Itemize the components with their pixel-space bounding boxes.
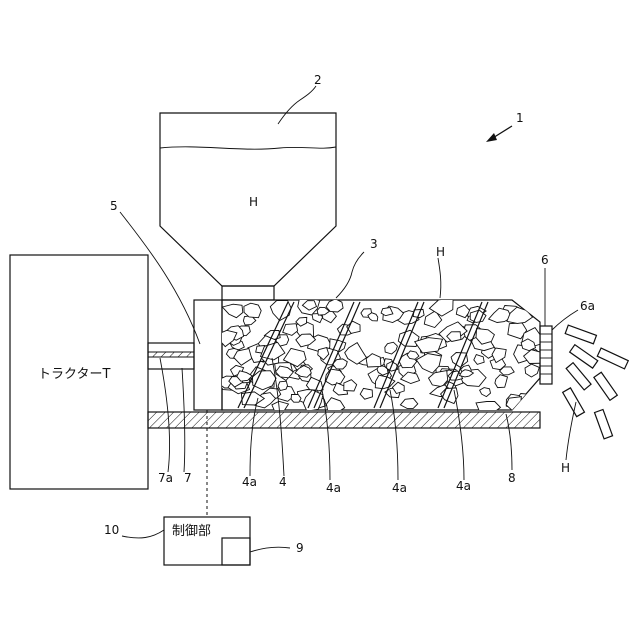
label-material-hopper: H (249, 195, 258, 209)
material-chunk (283, 324, 298, 336)
label-screw-blade-3: 4a (392, 481, 407, 495)
label-controller: 制御部 (172, 524, 211, 539)
label-screw-blade-2: 4a (326, 481, 341, 495)
base-plate (148, 412, 540, 428)
system-arrow (486, 126, 512, 142)
label-coupling: 5 (110, 199, 118, 213)
material-chunk (385, 342, 398, 354)
material-chunk (474, 355, 484, 365)
material-chunk (344, 380, 357, 391)
label-material-output: H (561, 461, 570, 475)
label-pto: 7 (184, 471, 192, 485)
label-system: 1 (516, 111, 524, 125)
label-body: 3 (370, 237, 378, 251)
material-chunk (244, 303, 261, 318)
material-chunk (368, 313, 378, 321)
material-chunks (215, 298, 542, 417)
label-outlet-cutter: 6a (580, 299, 595, 313)
material-chunk (291, 394, 301, 402)
material-chunk (278, 381, 288, 390)
pto-shaft (148, 343, 194, 369)
label-screw: 4 (279, 475, 287, 489)
label-material-body: H (436, 245, 445, 259)
coupling-block (194, 300, 222, 410)
material-chunk (400, 398, 417, 408)
material-chunk (325, 369, 345, 385)
material-chunk (480, 388, 491, 397)
label-sensor: 9 (296, 541, 304, 555)
label-hopper: 2 (314, 73, 322, 87)
material-chunk (222, 304, 242, 318)
label-tractor: トラクターT (38, 367, 110, 382)
label-pto-shaft: 7a (158, 471, 173, 485)
material-chunk (495, 375, 508, 388)
material-chunk (415, 338, 443, 353)
material-chunk (360, 388, 372, 399)
outlet (540, 326, 552, 384)
material-chunk (451, 353, 468, 368)
material-chunk (326, 299, 343, 312)
material-chunk (366, 354, 381, 367)
label-screw-blade-1: 4a (242, 475, 257, 489)
material-chunk (525, 364, 539, 377)
output-pieces (563, 325, 629, 439)
label-base: 8 (508, 471, 516, 485)
label-outlet: 6 (541, 253, 549, 267)
label-screw-blade-4: 4a (456, 479, 471, 493)
hopper (160, 113, 336, 300)
label-controller-ref: 10 (104, 523, 119, 537)
